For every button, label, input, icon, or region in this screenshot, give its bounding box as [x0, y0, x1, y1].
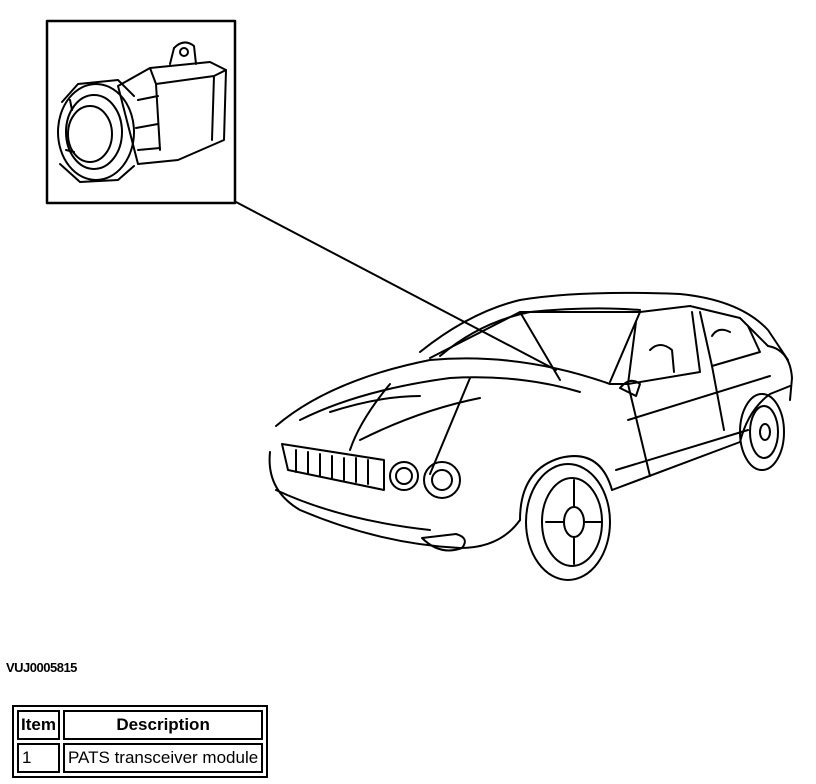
leader-line — [235, 201, 557, 371]
transceiver-module-drawing — [57, 41, 227, 183]
inset-detail-box — [45, 19, 237, 205]
item-number-cell: 1 — [17, 743, 60, 773]
legend-table: Item Description 1 PATS transceiver modu… — [12, 705, 269, 778]
car-drawing — [268, 291, 793, 581]
item-column-header: Item — [17, 710, 60, 740]
vehicle-illustration — [45, 19, 793, 581]
legend-header-row: Item Description — [17, 710, 264, 740]
table-row: 1 PATS transceiver module — [17, 743, 264, 773]
item-description-cell: PATS transceiver module — [62, 743, 264, 773]
description-column-header: Description — [62, 710, 264, 740]
figure-code: VUJ0005815 — [6, 660, 77, 675]
